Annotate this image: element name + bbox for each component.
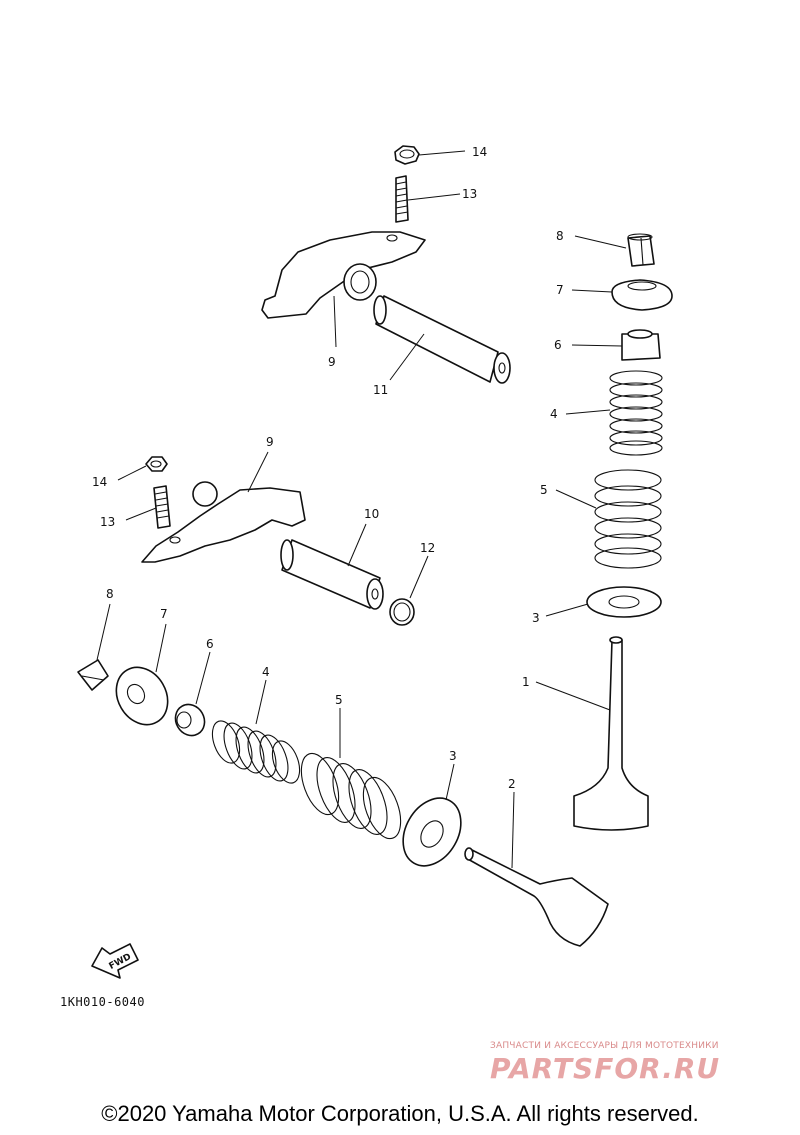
callout-5-right: 5 xyxy=(540,483,548,497)
left-stem-seal xyxy=(174,703,206,737)
right-inner-spring xyxy=(609,370,663,456)
right-valve-cotter xyxy=(627,233,655,267)
callout-9-upper: 9 xyxy=(328,355,336,369)
callout-14-upper: 14 xyxy=(472,145,487,159)
upper-rocker-arm xyxy=(261,231,426,319)
watermark-tagline: ЗАПЧАСТИ И АКСЕССУАРЫ ДЛЯ МОТОТЕХНИКИ xyxy=(490,1041,719,1051)
upper-nut xyxy=(394,145,420,165)
diagram-code: 1KH010-6040 xyxy=(60,995,145,1009)
right-spring-seat xyxy=(586,586,662,618)
watermark-logo: PARTSFOR.RU xyxy=(490,1052,721,1085)
lower-adjusting-screw xyxy=(153,485,171,529)
callout-6-right: 6 xyxy=(554,338,562,352)
left-outer-spring xyxy=(300,752,402,840)
callout-3-right: 3 xyxy=(532,611,540,625)
callout-4-left: 4 xyxy=(262,665,270,679)
callout-3-left: 3 xyxy=(449,749,457,763)
fwd-arrow-icon: FWD xyxy=(91,943,139,979)
callout-13-lower: 13 xyxy=(100,515,115,529)
callout-1: 1 xyxy=(522,675,530,689)
left-spring-seat xyxy=(402,797,462,867)
right-outer-spring xyxy=(594,469,662,569)
lower-rocker-arm xyxy=(141,481,306,563)
callout-6-left: 6 xyxy=(206,637,214,651)
upper-rocker-shaft xyxy=(373,295,511,384)
left-inner-spring xyxy=(211,720,301,784)
copyright-text: ©2020 Yamaha Motor Corporation, U.S.A. A… xyxy=(101,1101,699,1126)
callout-13-upper: 13 xyxy=(462,187,477,201)
upper-adjusting-screw xyxy=(395,175,409,223)
lower-nut xyxy=(145,456,168,472)
callout-10: 10 xyxy=(364,507,379,521)
callout-2: 2 xyxy=(508,777,516,791)
callout-9-lower: 9 xyxy=(266,435,274,449)
callout-4-right: 4 xyxy=(550,407,558,421)
left-valve-cotter xyxy=(77,659,109,691)
right-stem-seal xyxy=(621,329,661,361)
callout-7-right: 7 xyxy=(556,283,564,297)
callout-8-left: 8 xyxy=(106,587,114,601)
lower-rocker-shaft xyxy=(280,539,384,610)
left-spring-retainer xyxy=(115,666,169,726)
right-valve xyxy=(573,636,649,831)
callout-7-left: 7 xyxy=(160,607,168,621)
callout-11: 11 xyxy=(373,383,388,397)
callout-14-lower: 14 xyxy=(92,475,107,489)
callout-12: 12 xyxy=(420,541,435,555)
lower-o-ring xyxy=(389,598,415,626)
callout-8-right: 8 xyxy=(556,229,564,243)
left-valve xyxy=(464,847,609,947)
right-spring-retainer xyxy=(611,279,673,311)
callout-5-left: 5 xyxy=(335,693,343,707)
